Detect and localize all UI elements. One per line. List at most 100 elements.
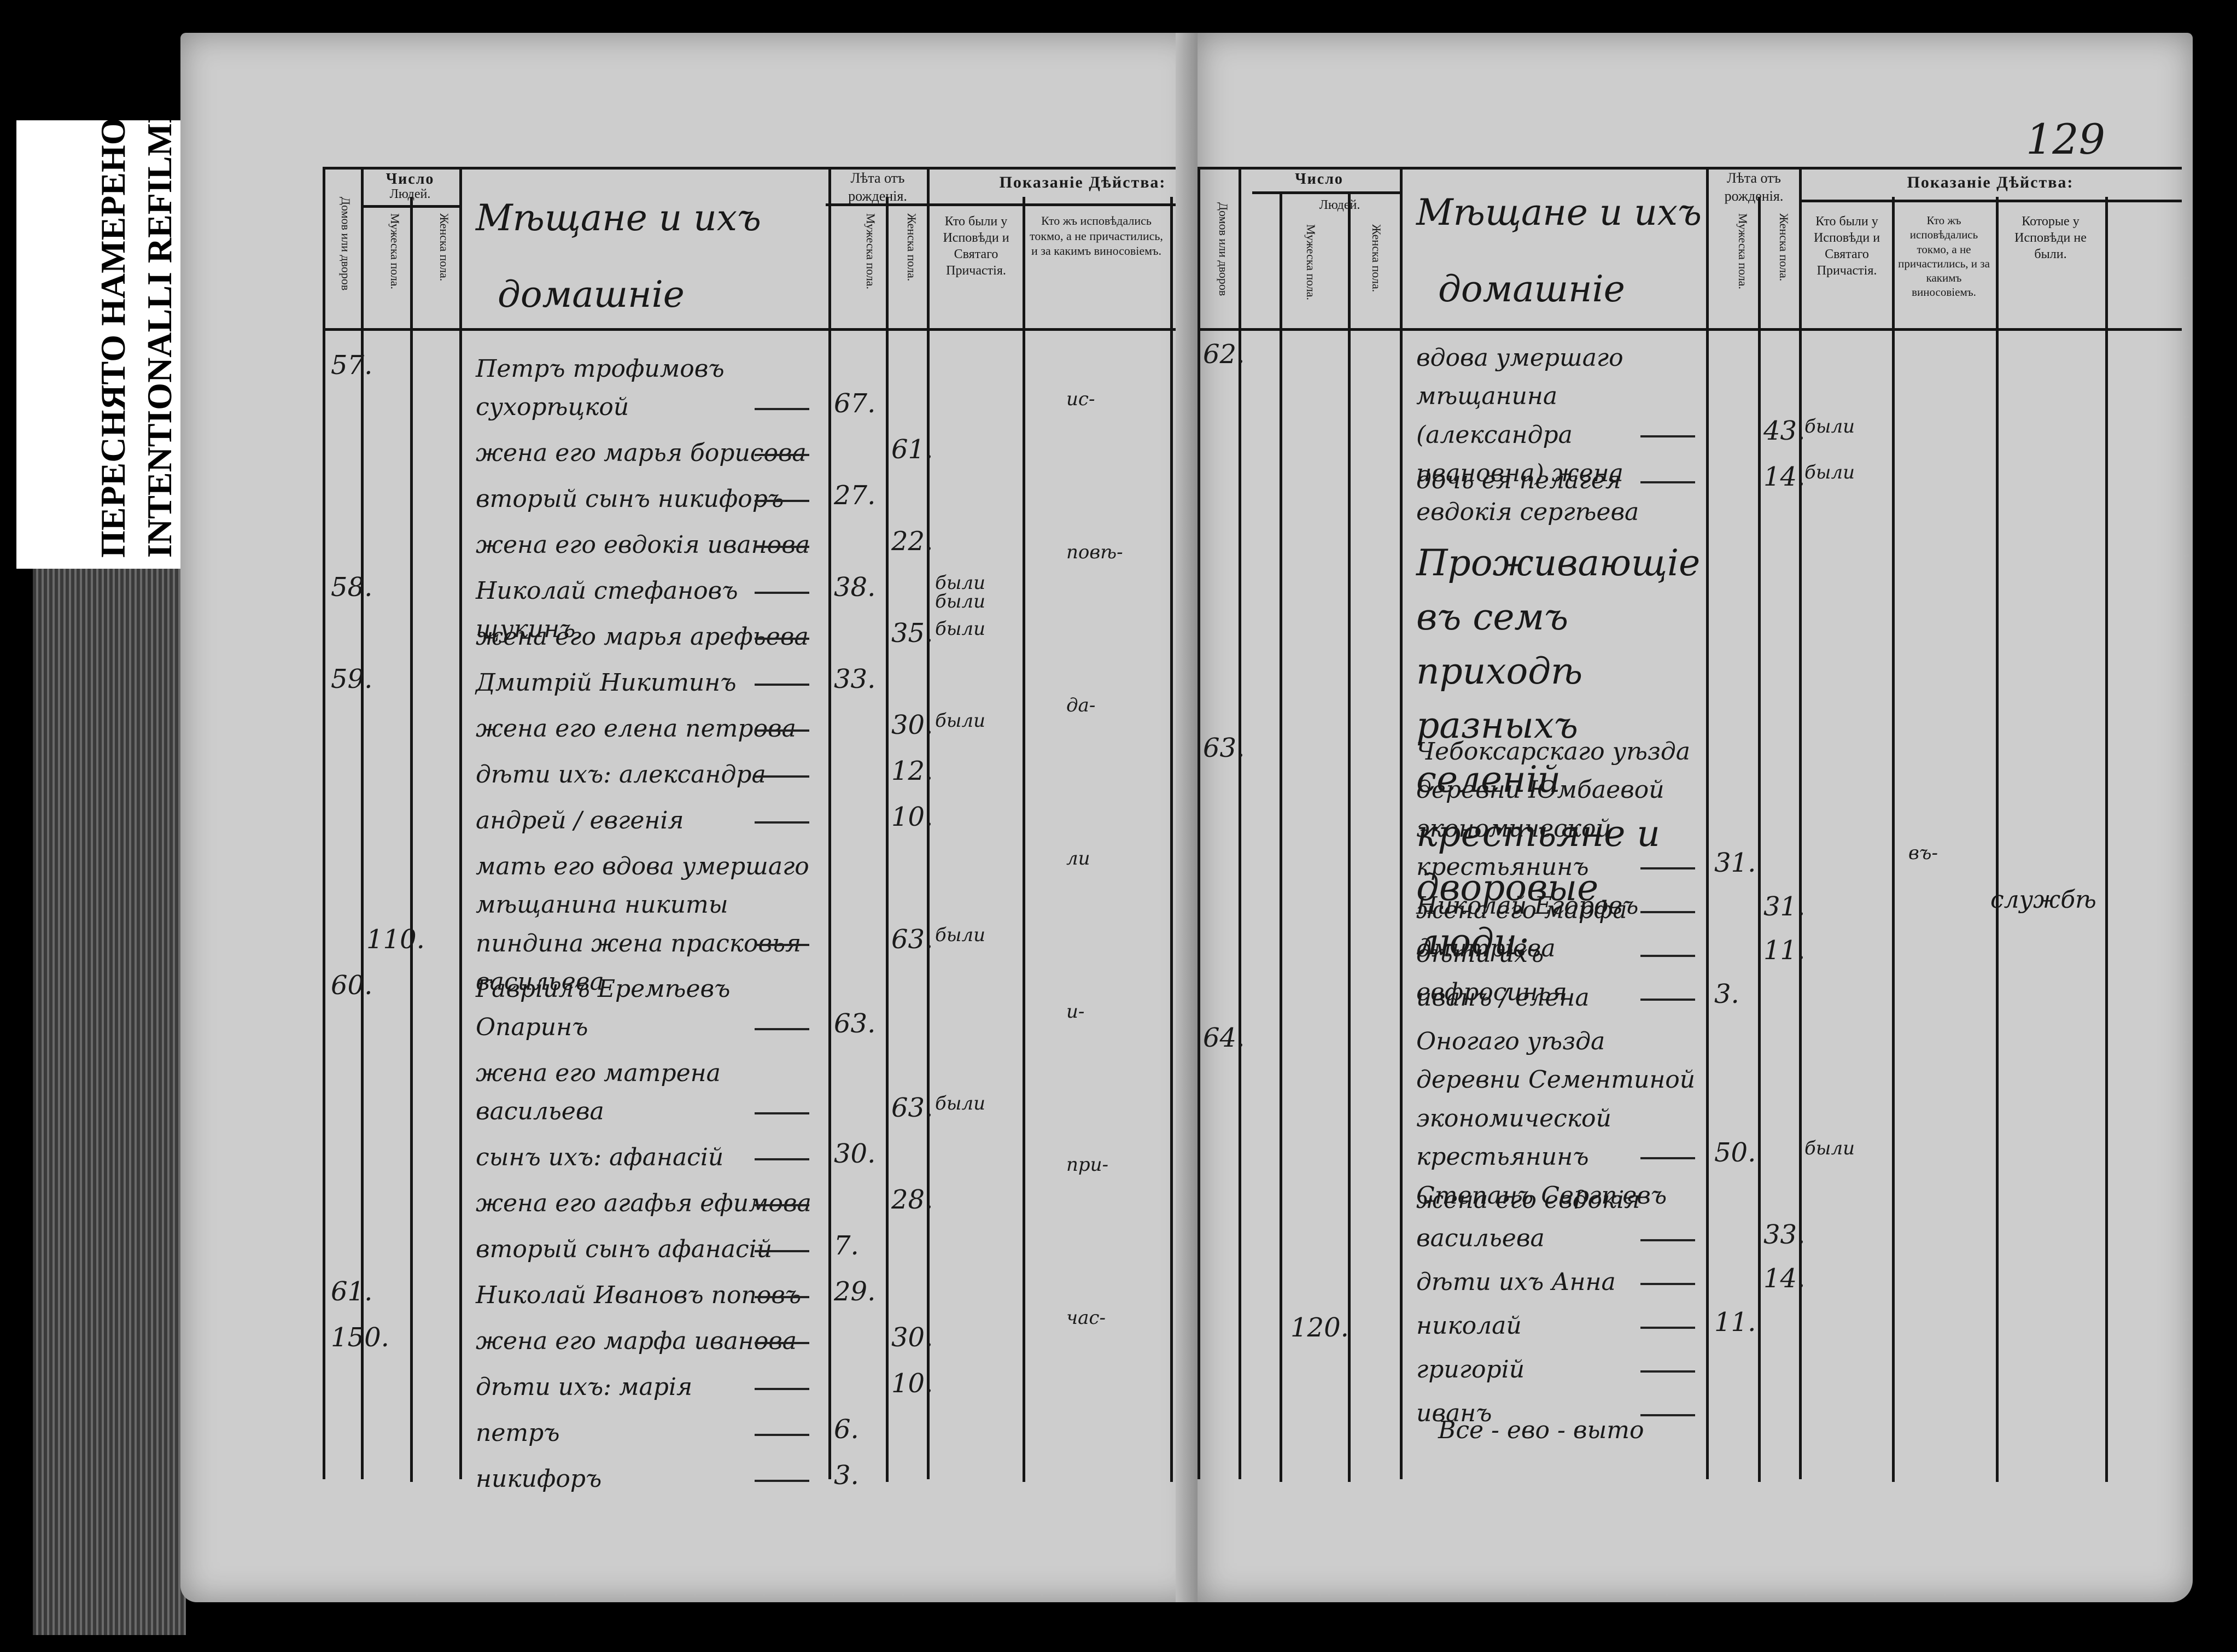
entry-house-number: 61. xyxy=(331,1276,373,1307)
page-number: 129 xyxy=(2025,115,2105,164)
right-side-note-right: службѣ xyxy=(1990,886,2096,914)
entry-name: жена его матрена васильева xyxy=(476,1059,721,1126)
entry-female-age: 10. xyxy=(891,802,933,832)
entry-house-number: 58. xyxy=(331,572,373,603)
entry-dash-rule xyxy=(755,1158,809,1160)
left-col-rule-7 xyxy=(1023,197,1025,1482)
entry-dash-rule xyxy=(755,1388,809,1390)
entry-name: иванъ / елена xyxy=(1416,984,1590,1012)
entry-name: дѣти ихъ Анна xyxy=(1416,1268,1616,1296)
left-col-rule-1 xyxy=(361,167,364,1479)
entry-female-age: 35. xyxy=(891,618,933,649)
left-side-note: ли xyxy=(1066,848,1090,869)
left-col-rule-8 xyxy=(1170,197,1173,1482)
entry-dash-rule xyxy=(755,821,809,824)
right-col-rule-2 xyxy=(1280,191,1282,1482)
right-title-1: Мѣщане и ихъ xyxy=(1416,191,1702,234)
left-hdr-muzh: Мужеска пола. xyxy=(388,213,402,290)
left-col-count: 110. xyxy=(366,924,425,955)
left-col-rule-5 xyxy=(886,197,889,1482)
entry-name: Чебоксарскаго уѣзда деревни Юмбаевой эко… xyxy=(1416,738,1691,920)
entry-dash-rule xyxy=(755,1250,809,1252)
entry-name: николай xyxy=(1416,1312,1522,1340)
right-hdr-zhen-age: Женска пола. xyxy=(1777,213,1791,282)
entry-dash-rule xyxy=(755,684,809,686)
right-header-sub-rule-2 xyxy=(1799,200,2182,202)
entry-male-age: 3. xyxy=(1714,979,1739,1009)
entry-dash-rule xyxy=(755,1112,809,1114)
entry-female-age: 10. xyxy=(891,1368,933,1399)
entry-name: андрей / евгенія xyxy=(476,807,684,834)
left-hdr-lyudey: Людей. xyxy=(389,187,431,201)
entry-male-age: 11. xyxy=(1714,1307,1756,1338)
entry-dash-rule xyxy=(755,408,809,410)
right-col-rule-0 xyxy=(1198,167,1200,1479)
entry-name: жена его евдокія васильева xyxy=(1416,1186,1640,1253)
entry-action-note: были xyxy=(1804,1137,1855,1159)
right-col-rule-4 xyxy=(1400,167,1403,1479)
entry-dash-rule xyxy=(755,454,809,456)
left-title-1: Мѣщане и ихъ xyxy=(476,197,761,239)
right-col-rule-1 xyxy=(1239,167,1241,1479)
entry-female-age: 12. xyxy=(891,756,933,786)
entry-action-note: были xyxy=(1804,416,1855,437)
entry-action-note: были xyxy=(935,1093,985,1114)
entry-dash-rule xyxy=(755,944,809,946)
entry-dash-rule xyxy=(1640,955,1695,957)
entry-male-age: 6. xyxy=(834,1414,859,1445)
right-hdr-col-ispovedalis: Кто жъ исповѣдались токмо, а не причасти… xyxy=(1898,214,1990,299)
entry-dash-rule xyxy=(755,1028,809,1030)
entry-name: вдова умершаго мѣщанина (александра иван… xyxy=(1416,344,1639,526)
entry-male-age: 7. xyxy=(834,1230,859,1261)
left-page: Число Людей. Домов или дворов Мужеска по… xyxy=(180,33,1241,1602)
entry-dash-rule xyxy=(1640,1327,1695,1329)
right-page: 129 Число Людей. Домов или дворов Мужеск… xyxy=(1198,33,2193,1602)
entry-male-age: 27. xyxy=(834,480,876,511)
entry-name: мать его вдова умершаго мѣщанина никиты … xyxy=(476,853,809,996)
book-page-edges xyxy=(33,569,186,1635)
entry-dash-rule xyxy=(1640,481,1695,483)
entry-dash-rule xyxy=(1640,911,1695,913)
entry-house-number: 57. xyxy=(331,350,373,381)
entry-male-age: 3. xyxy=(834,1460,859,1491)
right-hdr-chislo: Число xyxy=(1295,171,1344,188)
entry-dash-rule xyxy=(755,546,809,548)
right-hdr-pokazanie: Показаніе Дѣйства: xyxy=(1907,173,2074,191)
right-header-bottom-rule xyxy=(1198,328,2182,331)
right-col-rule-6 xyxy=(1758,197,1761,1482)
left-col-rule-4 xyxy=(828,167,831,1479)
entry-dash-rule xyxy=(755,638,809,640)
entry-male-age: 29. xyxy=(834,1276,876,1307)
entry-female-age: 63. xyxy=(891,924,933,955)
left-col-rule-0 xyxy=(323,167,325,1479)
entry-name: Гавріилъ Еремѣевъ Опаринъ xyxy=(476,975,731,1042)
entry-female-age: 14. xyxy=(1763,1263,1806,1294)
entry-name: Оногаго уѣзда деревни Сементиной экономи… xyxy=(1416,1028,1696,1210)
left-hdr-pokazanie: Показаніе Дѣйства: xyxy=(999,173,1166,191)
entry-name: дѣти ихъ: александра xyxy=(476,761,766,789)
entry-name: григорій xyxy=(1416,1356,1525,1384)
entry-female-age: 28. xyxy=(891,1184,933,1215)
entry-female-age: 43. xyxy=(1763,416,1806,446)
right-hdr-col-ne-byli: Которые у Исповѣди не были. xyxy=(2014,214,2087,261)
left-side-note: при- xyxy=(1066,1154,1109,1176)
left-title-2: домашніе xyxy=(498,273,685,316)
entry-house-number: 64. xyxy=(1203,1023,1245,1053)
entry-name: жена его марья арефьева xyxy=(476,623,809,651)
right-col-count: 120. xyxy=(1290,1312,1349,1343)
entry-female-age: 63. xyxy=(891,1093,933,1123)
left-hdr-leta: Лѣта отъ рожденія. xyxy=(848,170,907,204)
entry-name: Николай стефановъ щукинъ xyxy=(476,577,738,644)
left-side-note: час- xyxy=(1066,1307,1106,1329)
left-side-note: ис- xyxy=(1066,388,1095,410)
right-header-top-rule xyxy=(1198,167,2182,170)
entry-dash-rule xyxy=(755,1296,809,1298)
right-col-rule-3 xyxy=(1348,191,1351,1482)
entry-name: жена его марья борисова xyxy=(476,439,807,467)
right-side-note-mid: въ- xyxy=(1908,842,1938,864)
left-hdr-zhen: Женска пола. xyxy=(437,213,451,282)
entry-dash-rule xyxy=(755,592,809,594)
right-hdr-muzh: Мужеска пола. xyxy=(1304,224,1318,301)
entry-name: дочь ея пелагея xyxy=(1416,466,1621,494)
left-hdr-col-ispovedalis: Кто жъ исповѣдались токмо, а не причасти… xyxy=(1030,214,1163,258)
